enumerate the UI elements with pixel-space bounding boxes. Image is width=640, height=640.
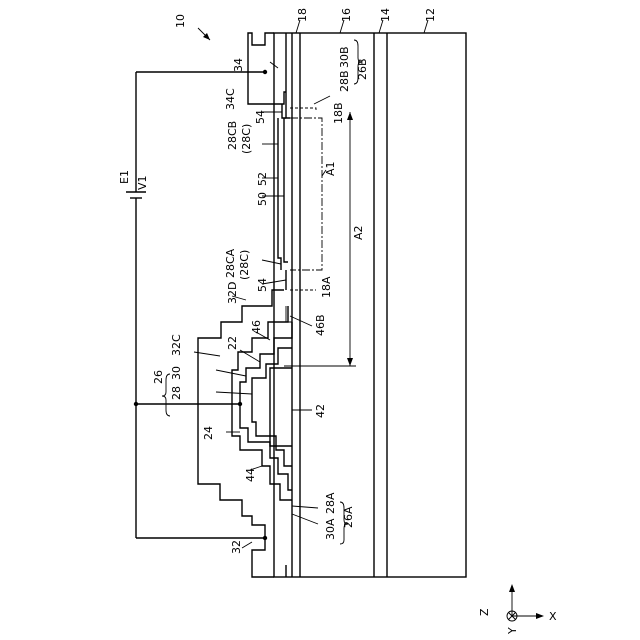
film-52 <box>278 118 281 270</box>
label-46: 46 <box>250 320 263 334</box>
label-30A: 30A <box>324 518 337 540</box>
label-12: 12 <box>424 8 437 22</box>
label-A2: A2 <box>352 225 365 240</box>
junction-dot-32 <box>263 536 267 540</box>
axis-label-z: Z <box>478 608 491 616</box>
label-30: 30 <box>170 366 183 380</box>
axis-x-arrowhead <box>509 584 515 592</box>
axis-label-x: X <box>549 610 557 623</box>
label-52: 52 <box>256 172 269 186</box>
dimension-A2-arrow-bottom <box>347 358 353 366</box>
label-28A: 28A <box>324 492 337 514</box>
label-28CA: 28CA <box>224 248 237 278</box>
label-42: 42 <box>314 404 327 418</box>
label-34C: 34C <box>224 88 237 110</box>
label-44: 44 <box>244 468 257 482</box>
label-30B: 30B <box>338 46 351 68</box>
label-22: 22 <box>226 336 239 350</box>
electrode-34 <box>248 33 286 104</box>
dimension-A2-arrow-top <box>347 112 353 120</box>
labels: 10 18 16 14 12 30B 28B 26B 34 34C 54 18B… <box>118 8 557 635</box>
label-54-top: 54 <box>254 110 267 124</box>
axis-indicator <box>507 584 544 621</box>
label-18: 18 <box>296 8 309 22</box>
label-32: 32 <box>230 540 243 554</box>
boundary-18B-dash <box>290 108 316 112</box>
label-28B: 28B <box>338 70 351 92</box>
label-32C: 32C <box>170 334 183 356</box>
region-42 <box>270 368 292 446</box>
label-28C-upper: (28C) <box>240 124 253 154</box>
label-V1: V1 <box>136 175 149 190</box>
label-46B: 46B <box>314 314 327 336</box>
axis-label-y: Y <box>506 627 519 635</box>
substrate-outline <box>274 33 466 577</box>
label-32D: 32D <box>226 282 239 304</box>
label-18B: 18B <box>332 102 345 124</box>
film-50 <box>284 118 288 262</box>
label-E1: E1 <box>118 170 131 184</box>
label-28: 28 <box>170 386 183 400</box>
label-28C-lower: (28C) <box>238 250 251 280</box>
label-50: 50 <box>256 192 269 206</box>
label-24: 24 <box>202 426 215 440</box>
label-26: 26 <box>152 370 165 384</box>
junction-dot-26 <box>238 402 242 406</box>
junction-dot-34 <box>263 70 267 74</box>
label-10: 10 <box>174 14 187 28</box>
junction-dot-left <box>134 402 138 406</box>
region-46B <box>286 306 292 322</box>
region-A1-outline <box>290 118 322 270</box>
label-A1: A1 <box>324 161 337 176</box>
label-18A: 18A <box>320 276 333 298</box>
label-16: 16 <box>340 8 353 22</box>
label-54-bottom: 54 <box>256 278 269 292</box>
label-34: 34 <box>232 58 245 72</box>
contact-54-top <box>286 92 290 118</box>
label-28CB: 28CB <box>226 121 239 150</box>
label-14: 14 <box>379 8 392 22</box>
axis-z-arrowhead <box>536 613 544 619</box>
layer-stack <box>274 33 466 577</box>
